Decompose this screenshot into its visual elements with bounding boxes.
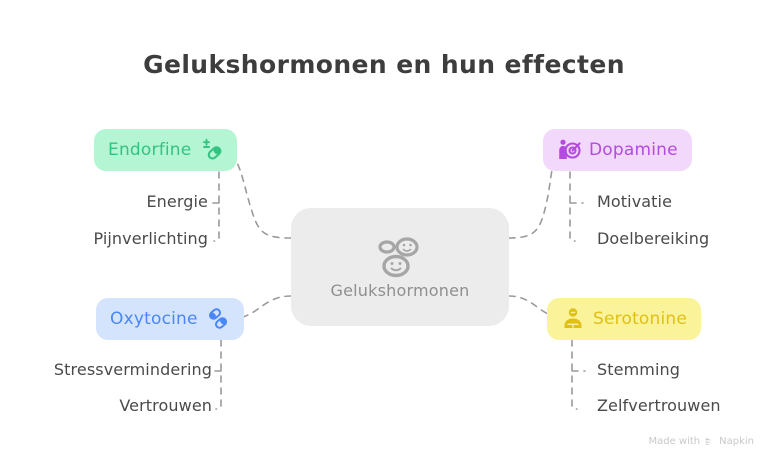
branch-node-oxytocine[interactable]: Oxytocine [96,298,244,340]
leaf-vertrouwen[interactable]: Vertrouwen [119,396,212,415]
link-endorfine-children [213,171,220,242]
link-oxytocine-children [215,339,222,410]
branch-label-dopamine: Dopamine [589,140,678,160]
two-pills-icon [208,308,227,329]
napkin-chevron-logo [705,438,712,445]
leaf-doelbereiking[interactable]: Doelbereiking [597,229,710,248]
link-center-endorfine [227,151,292,239]
link-serotonine-children [571,339,578,410]
page-title: Gelukshormonen en hun effecten [143,50,625,79]
leaf-pijnverlichting[interactable]: Pijnverlichting [93,229,208,248]
footer-made-with-text: Made with [648,436,701,447]
smiley-faces-icon [378,236,419,277]
center-node-label: Gelukshormonen [330,280,470,300]
branch-label-oxytocine: Oxytocine [110,309,198,329]
person-bust-icon [564,308,582,328]
branch-node-endorfine[interactable]: Endorfine [94,129,238,171]
footer-attribution: Made with Napkin [648,436,754,447]
leaf-zelfvertrouwen[interactable]: Zelfvertrouwen [597,396,721,415]
link-dopamine-children [569,171,576,242]
branch-node-serotonine[interactable]: Serotonine [547,298,702,340]
branch-label-serotonine: Serotonine [593,309,688,329]
footer-brand-name: Napkin [719,436,754,447]
leaf-motivatie[interactable]: Motivatie [597,192,673,211]
leaf-energie[interactable]: Energie [146,192,208,211]
leaf-stemming[interactable]: Stemming [597,360,680,379]
center-node-gelukshormonen[interactable]: Gelukshormonen [291,208,509,326]
pill-plus-minus-icon [203,138,222,160]
branch-label-endorfine: Endorfine [108,140,192,160]
person-target-icon [559,139,581,159]
leaf-stressvermindering[interactable]: Stressvermindering [53,360,212,379]
branch-node-dopamine[interactable]: Dopamine [543,129,692,171]
